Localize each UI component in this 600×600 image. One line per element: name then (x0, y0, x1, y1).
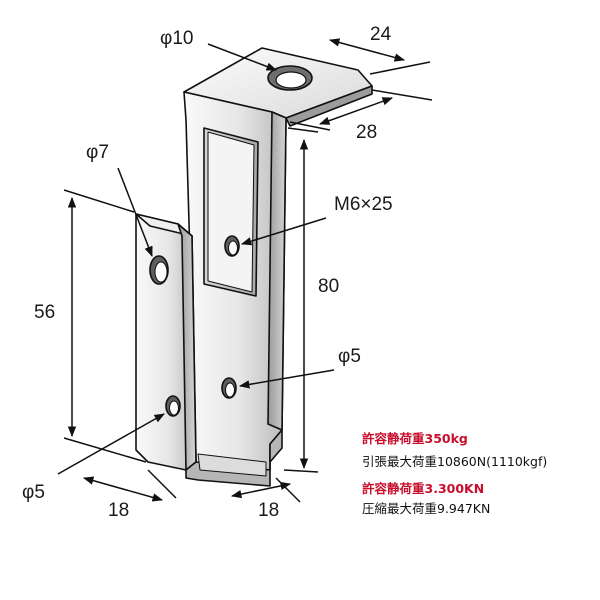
leader-right-hole-5 (238, 369, 335, 389)
dim-80-ext-top (287, 127, 319, 133)
dim-18-left-ext (147, 469, 177, 499)
dimension-labels: φ10 24 28 φ7 M6×25 80 56 φ5 φ5 18 18 (22, 24, 393, 521)
label-height-left: 56 (34, 302, 55, 323)
label-bolt: M6×25 (334, 194, 393, 215)
label-height-right: 80 (318, 276, 339, 297)
dim-18-right-ext (275, 477, 301, 503)
dim-56-ext-bottom (63, 437, 147, 463)
label-top-hole-diameter: φ10 (160, 28, 193, 49)
dim-28 (319, 97, 393, 125)
dim-18-right (230, 481, 292, 499)
dim-28-extension-b (289, 121, 331, 131)
label-top-flange-width: 24 (370, 24, 392, 45)
leader-bolt (240, 217, 327, 246)
dim-80-ext-bottom (283, 469, 319, 473)
label-right-hole-diameter: φ5 (338, 346, 361, 367)
dim-24 (328, 38, 406, 62)
label-top-flange-depth: 28 (356, 122, 377, 143)
leader-left-hole-5 (57, 413, 165, 475)
dim-56-ext-top (63, 189, 135, 213)
label-right-width: 18 (258, 500, 279, 521)
dim-24-extension (369, 61, 431, 75)
dim-28-extension-a (371, 89, 433, 101)
label-left-bottom-hole-diameter: φ5 (22, 482, 45, 503)
spec-max-tensile-load: 引張最大荷重10860N(1110kgf) (362, 454, 548, 469)
spec-allowable-static-load-1: 許容静荷重350kg (362, 431, 468, 446)
spec-max-compressive-load: 圧縮最大荷重9.947KN (362, 501, 491, 516)
leader-left-hole-7 (117, 167, 153, 257)
dimension-lines (57, 38, 433, 503)
label-left-hole-diameter: φ7 (86, 142, 109, 163)
rear-plate-side (267, 111, 287, 431)
label-left-width: 18 (108, 500, 129, 521)
leader-top-hole (207, 43, 277, 71)
dim-18-left (82, 476, 164, 502)
bracket-body (135, 47, 373, 487)
spec-allowable-static-load-2: 許容静荷重3.300KN (362, 481, 485, 496)
